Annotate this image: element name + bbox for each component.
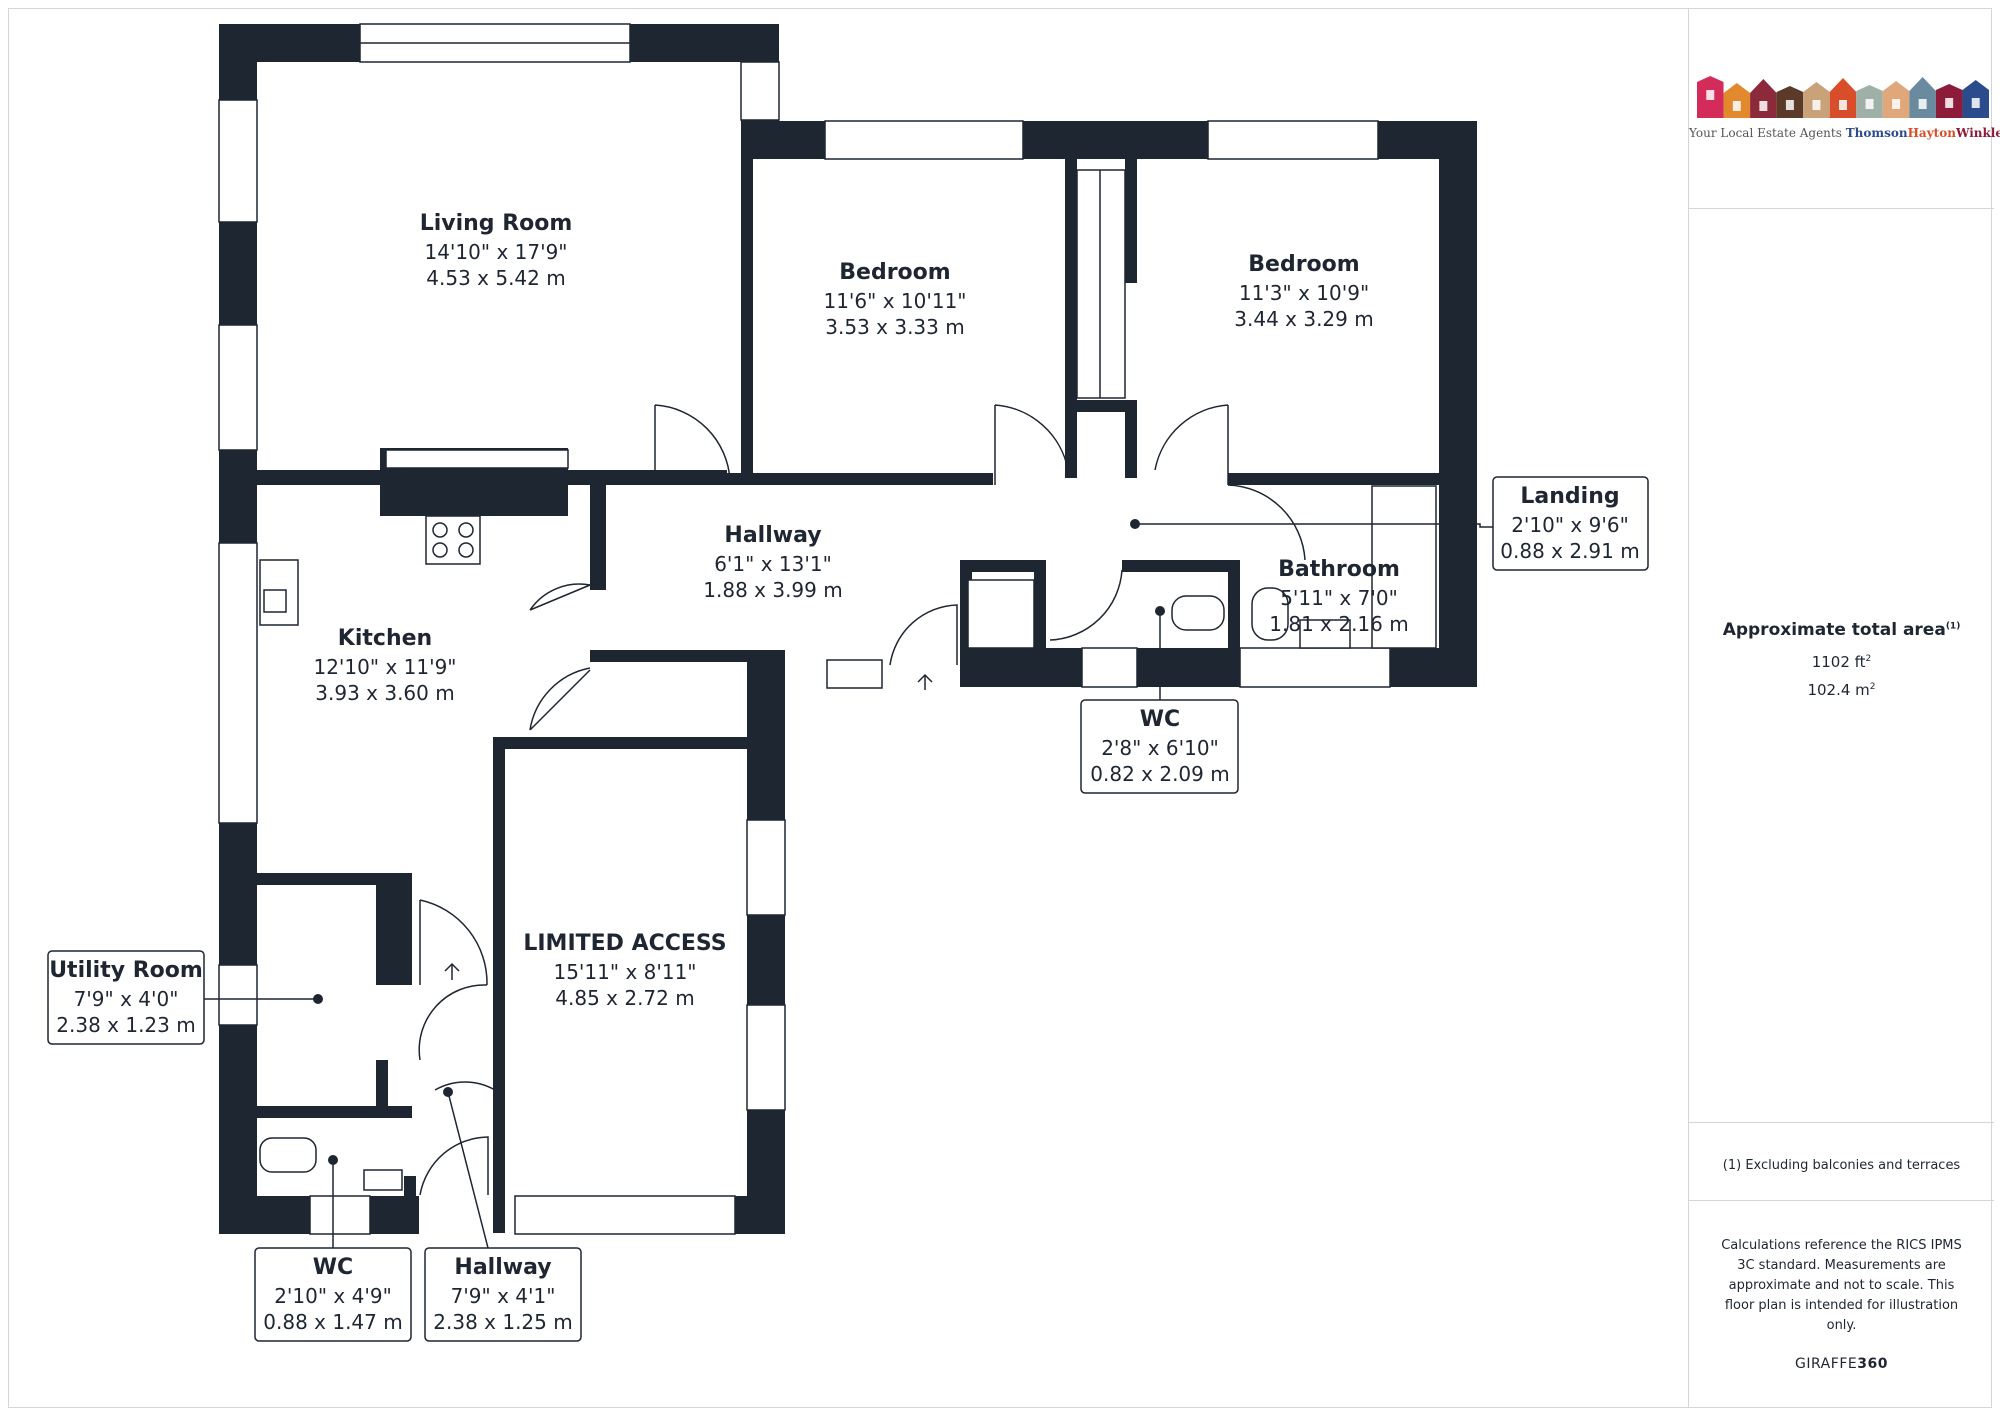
area-ft: 1102 ft2: [1689, 653, 1994, 671]
room-bedroom2-metric: 3.44 x 3.29 m: [1234, 307, 1373, 331]
brand-left: GIRAFFE: [1795, 1356, 1858, 1372]
room-limited-metric: 4.85 x 2.72 m: [555, 986, 694, 1010]
logo-house: [1829, 78, 1857, 118]
logo-house-window: [1812, 100, 1821, 110]
room-living-imperial: 14'10" x 17'9": [424, 240, 567, 264]
callout-wc-lower-metric: 0.88 x 1.47 m: [263, 1310, 402, 1334]
room-kitchen-name: Kitchen: [338, 626, 432, 651]
area-title-text: Approximate total area: [1722, 620, 1946, 640]
fixtures: [259, 169, 1437, 1191]
callout-landing: [1492, 476, 1649, 571]
area-ft-sup: 2: [1865, 654, 1872, 664]
logo-house-window: [1945, 98, 1954, 108]
room-hallway-metric: 1.88 x 3.99 m: [703, 578, 842, 602]
callout-landing-imperial: 2'10" x 9'6": [1511, 513, 1629, 537]
tagline-brand-3: Winkley: [1955, 126, 2000, 140]
area-m: 102.4 m2: [1689, 681, 1994, 699]
tagline-prefix: Your Local Estate Agents: [1689, 126, 1842, 140]
callout-wc-upper-name: WC: [1140, 707, 1180, 732]
brand-right: 360: [1857, 1356, 1888, 1372]
callout-hallway-lower-name: Hallway: [454, 1255, 551, 1280]
room-limited-name: LIMITED ACCESS: [523, 931, 726, 956]
logo-house-window: [1839, 100, 1847, 110]
area-ft-value: 1102 ft: [1811, 653, 1866, 671]
room-living-metric: 4.53 x 5.42 m: [426, 266, 565, 290]
room-living-name: Living Room: [420, 211, 573, 236]
area-m-sup: 2: [1869, 682, 1876, 692]
logo-house-window: [1892, 99, 1901, 109]
divider: [1689, 208, 1994, 209]
callout-wc-upper-imperial: 2'8" x 6'10": [1101, 736, 1219, 760]
callout-wc-lower-imperial: 2'10" x 4'9": [274, 1284, 392, 1308]
tagline-brand-2: Hayton: [1907, 126, 1956, 140]
logo-house-window: [1759, 101, 1768, 111]
callout-utility: [47, 950, 205, 1045]
logo-house-window: [1732, 101, 1741, 111]
callout-utility-imperial: 7'9" x 4'0": [74, 987, 179, 1011]
room-bedroom1-name: Bedroom: [839, 260, 950, 285]
area-m-value: 102.4 m: [1807, 681, 1870, 699]
callout-hallway-lower: [424, 1247, 582, 1342]
callout-wc-upper: [1080, 699, 1239, 794]
callout-wc-lower: [254, 1247, 412, 1342]
room-limited-imperial: 15'11" x 8'11": [553, 960, 696, 984]
divider: [1689, 1200, 1994, 1201]
disclaimer: Calculations reference the RICS IPMS 3C …: [1721, 1238, 1962, 1333]
room-bedroom2-imperial: 11'3" x 10'9": [1239, 281, 1369, 305]
logo-tagline: Your Local Estate Agents ThomsonHaytonWi…: [1689, 126, 2000, 140]
area-title: Approximate total area(1): [1689, 620, 1994, 640]
logo-house-window: [1918, 99, 1927, 109]
callout-landing-metric: 0.88 x 2.91 m: [1500, 539, 1639, 563]
callout-wc-lower-name: WC: [313, 1255, 353, 1280]
room-kitchen-metric: 3.93 x 3.60 m: [315, 681, 454, 705]
logo-house-window: [1865, 99, 1874, 109]
info-panel: Your Local Estate Agents ThomsonHaytonWi…: [1688, 8, 2000, 1408]
callouts: Landing 2'10" x 9'6" 0.88 x 2.91 m WC 2'…: [47, 476, 1649, 1342]
logo-house-window: [1706, 90, 1715, 100]
room-hallway-imperial: 6'1" x 13'1": [714, 552, 832, 576]
divider: [1689, 1122, 1994, 1123]
room-labels: Living Room 14'10" x 17'9" 4.53 x 5.42 m…: [313, 211, 1408, 1010]
windows: [218, 23, 1391, 1235]
room-bathroom-name: Bathroom: [1278, 557, 1400, 582]
logo-house: [1750, 79, 1777, 118]
callout-hallway-lower-metric: 2.38 x 1.25 m: [433, 1310, 572, 1334]
agency-logo: [1697, 76, 1989, 118]
room-bedroom1-imperial: 11'6" x 10'11": [823, 289, 966, 313]
logo-house-window: [1971, 98, 1980, 108]
room-bathroom-metric: 1.81 x 2.16 m: [1269, 612, 1408, 636]
callout-landing-name: Landing: [1520, 484, 1619, 509]
room-bedroom2-name: Bedroom: [1248, 252, 1359, 277]
room-bathroom-imperial: 5'11" x 7'0": [1280, 586, 1398, 610]
floor-plan: Living Room 14'10" x 17'9" 4.53 x 5.42 m…: [47, 23, 1649, 1342]
callout-utility-metric: 2.38 x 1.23 m: [56, 1013, 195, 1037]
logo-house-window: [1785, 100, 1794, 110]
callout-wc-upper-metric: 0.82 x 2.09 m: [1090, 762, 1229, 786]
callout-utility-name: Utility Room: [49, 958, 203, 983]
giraffe360-brand: GIRAFFE360: [1689, 1356, 1994, 1372]
doors: [418, 404, 1306, 1196]
room-hallway-name: Hallway: [724, 523, 821, 548]
logo-house: [1909, 77, 1936, 118]
logo-house: [1723, 83, 1751, 118]
room-kitchen-imperial: 12'10" x 11'9": [313, 655, 456, 679]
area-note-ref: (1): [1945, 621, 1961, 632]
footnote: (1) Excluding balconies and terraces: [1722, 1158, 1961, 1173]
room-bedroom1-metric: 3.53 x 3.33 m: [825, 315, 964, 339]
tagline-brand-1: Thomson: [1845, 126, 1908, 140]
callout-hallway-lower-imperial: 7'9" x 4'1": [451, 1284, 556, 1308]
